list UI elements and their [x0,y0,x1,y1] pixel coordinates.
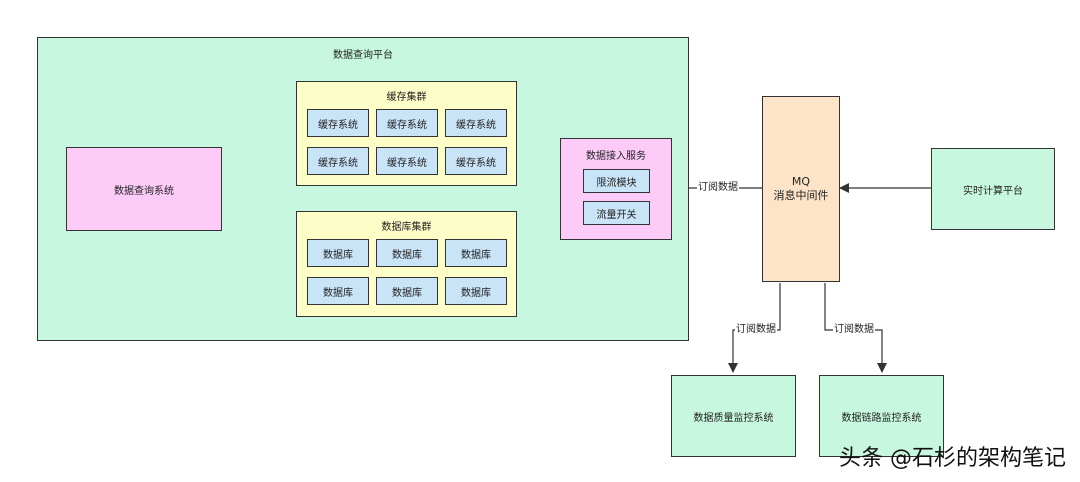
database-cell: 数据库 [307,277,369,305]
cache-system-cell: 缓存系统 [307,109,369,137]
cache-system-cell: 缓存系统 [376,147,438,175]
cache-system-cell: 缓存系统 [307,147,369,175]
database-cell: 数据库 [445,277,507,305]
rate-limit-module: 限流模块 [583,169,650,193]
edge-label-mq-to-lineage: 订阅数据 [833,324,875,336]
realtime-label: 实时计算平台 [963,185,1023,197]
watermark: 头条 @石杉的架构笔记 [839,446,1066,471]
mq-subtitle: 消息中间件 [773,189,829,202]
query-system-node: 数据查询系统 [66,147,222,231]
edge-label-mq-to-quality: 订阅数据 [735,324,777,336]
quality-monitor-node: 数据质量监控系统 [671,375,796,457]
db-cluster-title: 数据库集群 [381,222,432,233]
lineage-monitor-node: 数据链路监控系统 [819,375,944,457]
query-system-label: 数据查询系统 [114,185,174,197]
mq-title: MQ [791,175,811,188]
lineage-monitor-label: 数据链路监控系统 [841,412,922,424]
database-cell: 数据库 [307,239,369,267]
database-cell: 数据库 [376,239,438,267]
realtime-compute-node: 实时计算平台 [931,148,1055,230]
cache-system-cell: 缓存系统 [376,109,438,137]
ingest-service-title: 数据接入服务 [586,151,646,162]
database-cell: 数据库 [445,239,507,267]
traffic-switch: 流量开关 [583,201,650,225]
cache-cluster-title: 缓存集群 [386,92,427,103]
cache-system-cell: 缓存系统 [445,109,507,137]
database-cell: 数据库 [376,277,438,305]
quality-monitor-label: 数据质量监控系统 [693,412,774,424]
mq-middleware-node: MQ 消息中间件 [762,96,840,282]
platform-title: 数据查询平台 [333,50,393,61]
edge-label-mq-to-ingest: 订阅数据 [697,182,739,194]
cache-system-cell: 缓存系统 [445,147,507,175]
